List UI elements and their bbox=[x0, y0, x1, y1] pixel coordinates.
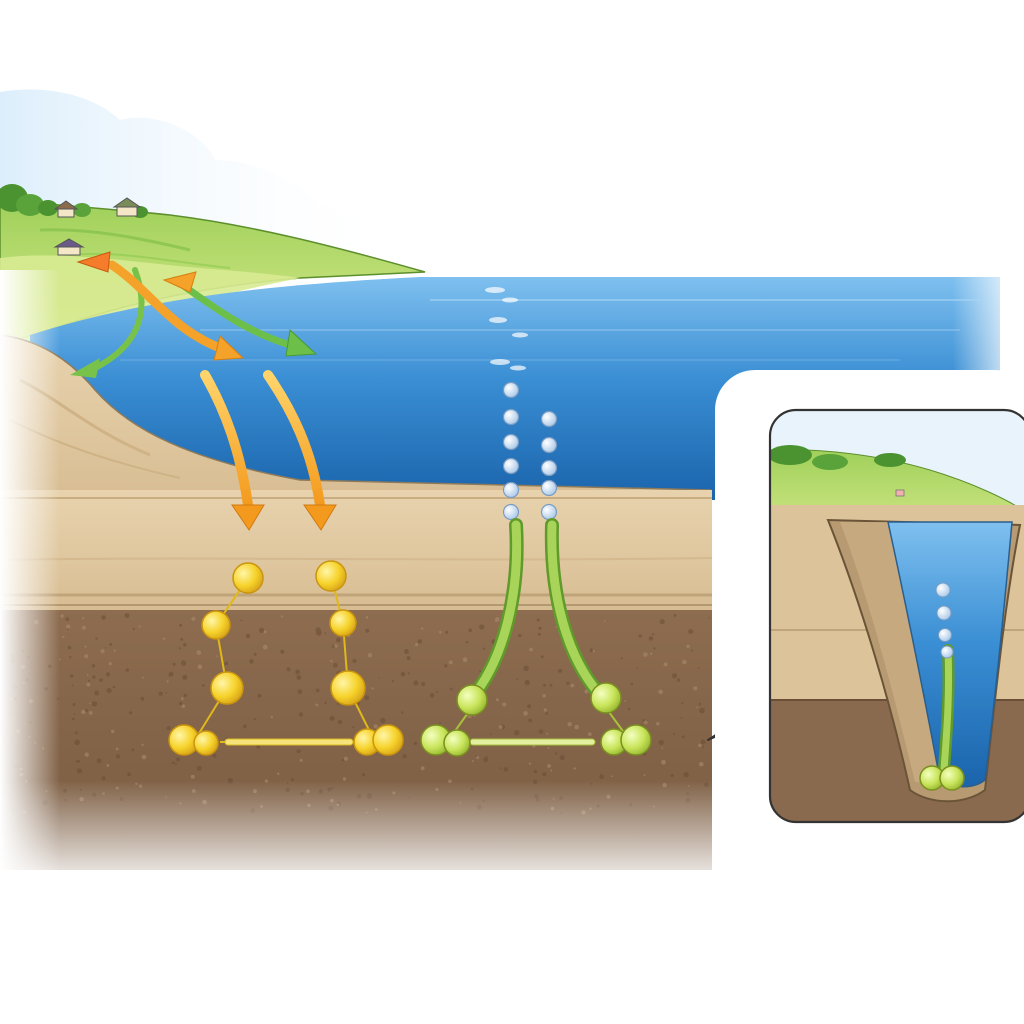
particle-icon bbox=[315, 560, 347, 592]
bubble-icon bbox=[540, 503, 558, 521]
bubble-icon bbox=[502, 381, 520, 399]
particle-icon bbox=[210, 671, 244, 705]
particle-icon bbox=[420, 682, 652, 757]
particle-icon bbox=[620, 724, 652, 756]
bubble-icon bbox=[502, 457, 520, 475]
particle-network-yellow bbox=[197, 575, 374, 746]
bubble-icon bbox=[940, 645, 954, 659]
surface-sparkles bbox=[485, 287, 528, 371]
bubble-icon bbox=[502, 433, 520, 451]
inset-panel bbox=[715, 370, 1024, 830]
bubble-icon bbox=[502, 503, 520, 521]
particle-icon bbox=[372, 724, 404, 756]
bubble-icon bbox=[502, 481, 520, 499]
tube-left bbox=[463, 518, 524, 707]
particle-icon bbox=[330, 670, 366, 706]
particle-icon bbox=[590, 682, 622, 714]
bubble-icon bbox=[936, 605, 952, 621]
particle-icon bbox=[201, 610, 231, 640]
bubble-icon bbox=[540, 436, 558, 454]
arrow-icon bbox=[162, 271, 318, 357]
house-icon bbox=[112, 197, 142, 217]
bubble-icon bbox=[540, 410, 558, 428]
bubble-icon bbox=[540, 459, 558, 477]
bubble-icon bbox=[935, 582, 951, 598]
arrow-icon bbox=[200, 370, 265, 531]
particle-icon bbox=[329, 609, 357, 637]
arrow-icon bbox=[76, 251, 245, 361]
bubble-icon bbox=[502, 408, 520, 426]
particle-icon bbox=[443, 729, 471, 757]
bubble-icon bbox=[540, 479, 558, 497]
particle-icon bbox=[168, 560, 404, 756]
fade-left bbox=[0, 270, 60, 870]
particle-icon bbox=[456, 684, 488, 716]
particle-icon bbox=[232, 562, 264, 594]
particle-icon bbox=[193, 730, 219, 756]
house-icon bbox=[53, 200, 79, 218]
particle-icon bbox=[939, 765, 965, 791]
sand-layer bbox=[0, 490, 713, 610]
tube-right bbox=[544, 518, 612, 707]
bubble-icon bbox=[938, 628, 952, 642]
fade-bottom bbox=[0, 780, 740, 890]
bubble-columns bbox=[502, 381, 558, 521]
arrow-icon bbox=[263, 370, 337, 531]
house-icon bbox=[53, 238, 85, 256]
